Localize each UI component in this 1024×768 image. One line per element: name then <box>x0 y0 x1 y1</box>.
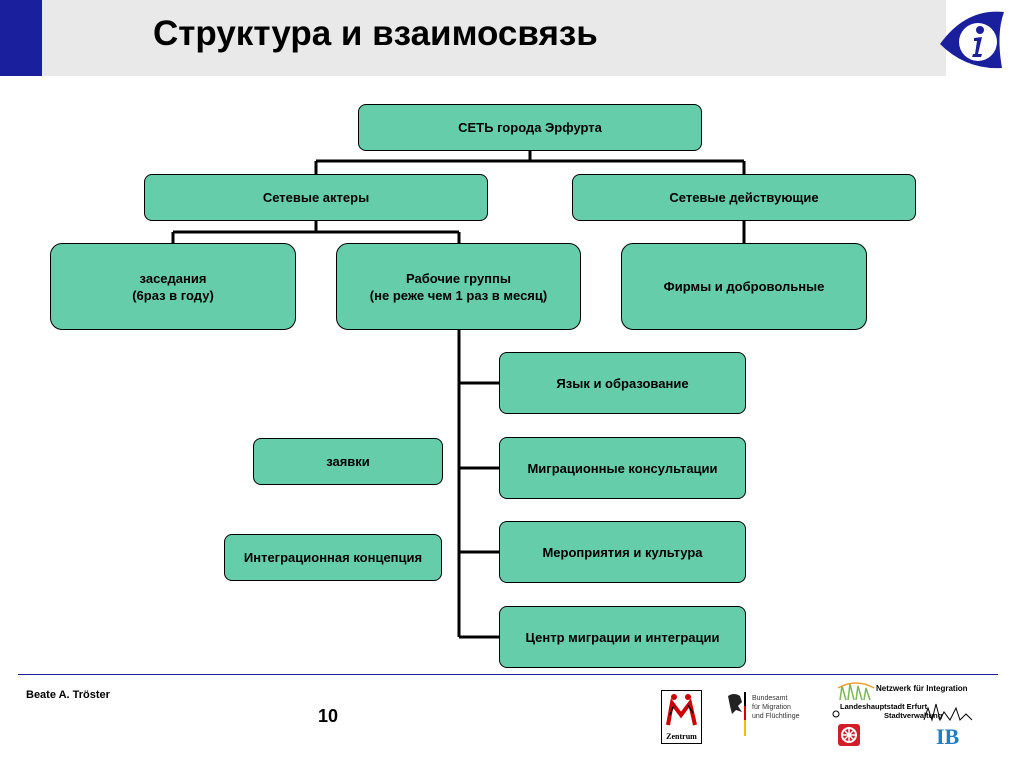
city-label-line1: Landeshauptstadt Erfurt <box>840 702 928 711</box>
network-figures-icon <box>837 682 875 701</box>
bamf-text: Bundesamt für Migration und Flüchtlinge <box>752 695 800 720</box>
node-events-culture: Мероприятия и культура <box>499 521 746 583</box>
m-figures-icon <box>666 694 697 726</box>
footer-divider <box>18 674 998 675</box>
node-migration-center: Центр миграции и интеграции <box>499 606 746 668</box>
header-bar <box>42 0 946 76</box>
node-language-education: Язык и образование <box>499 352 746 414</box>
author-name: Beate A. Tröster <box>26 689 110 701</box>
node-migration-consultations: Миграционные консультации <box>499 437 746 499</box>
node-integration-concept: Интеграционная концепция <box>224 534 442 581</box>
m-zentrum-logo: Zentrum <box>661 690 702 744</box>
page-number: 10 <box>318 706 339 726</box>
m-zentrum-label: Zentrum <box>666 732 697 741</box>
city-skyline-icon <box>832 703 973 746</box>
node-workgroups: Рабочие группы (не реже чем 1 раз в меся… <box>336 243 581 330</box>
node-requests: заявки <box>253 438 443 485</box>
info-icon <box>940 11 1004 69</box>
node-root: СЕТЬ города Эрфурта <box>358 104 702 151</box>
network-label: Netzwerk für Integration <box>876 684 968 693</box>
bamf-logo: Bundesamt für Migration und Flüchtlinge <box>724 690 814 740</box>
node-network-participants: Сетевые действующие <box>572 174 916 221</box>
header-accent-bar <box>0 0 42 76</box>
page-title: Структура и взаимосвязь <box>153 14 598 53</box>
node-meetings: заседания (6раз в году) <box>50 243 296 330</box>
city-label-line2: Stadtverwaltung <box>884 711 943 720</box>
ib-logo: IB <box>936 724 960 749</box>
network-integration-logo: Netzwerk für Integration Landeshauptstad… <box>832 680 982 749</box>
node-firms: Фирмы и добровольные <box>621 243 867 330</box>
federal-eagle-icon <box>728 692 746 736</box>
node-network-actors: Сетевые актеры <box>144 174 488 221</box>
